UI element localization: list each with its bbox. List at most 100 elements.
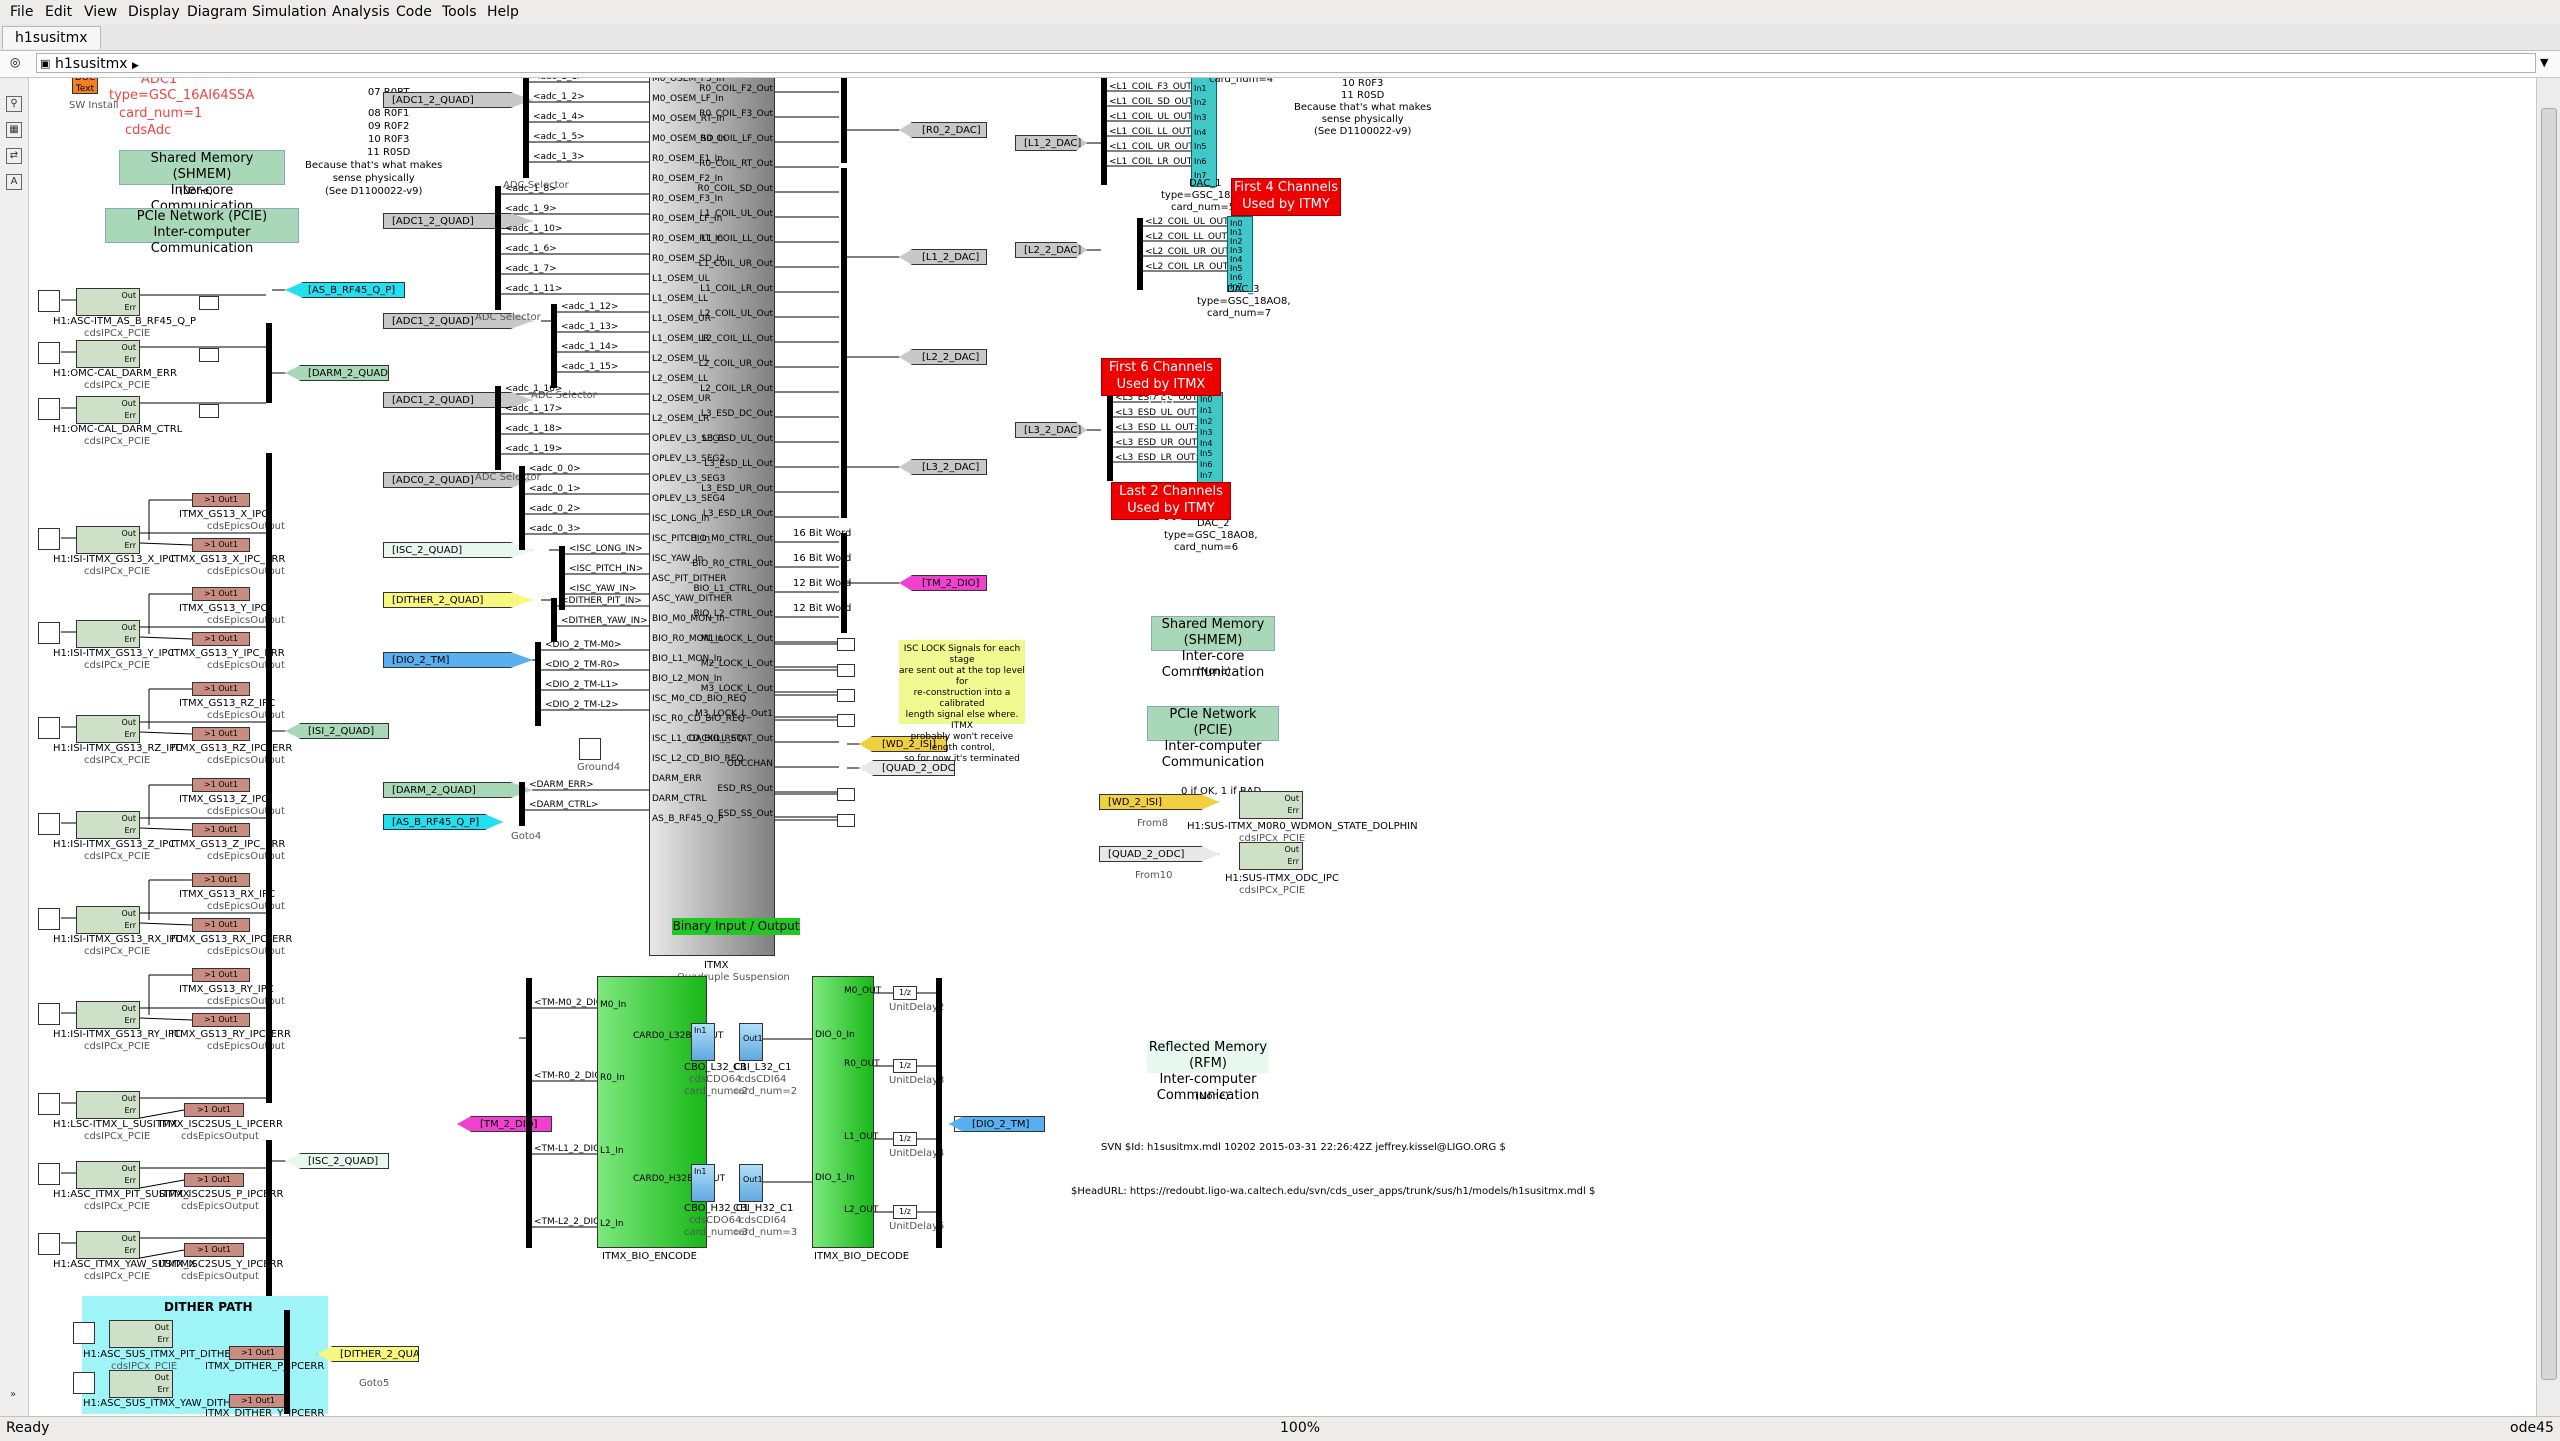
goto-tag[interactable]: [DARM_2_QUAD] xyxy=(285,365,389,381)
from-tag[interactable]: [ADC1_2_QUAD] xyxy=(383,92,533,108)
output-bus[interactable] xyxy=(841,168,847,298)
epics-output[interactable]: >1 Out1 xyxy=(192,682,250,696)
output-bus[interactable] xyxy=(841,388,847,518)
hide-explorer-icon[interactable]: ◎ xyxy=(10,55,21,69)
ground-block[interactable] xyxy=(38,813,60,835)
tm2dio-from[interactable]: [TM_2_DIO] xyxy=(457,1116,552,1132)
expand-icon[interactable]: » xyxy=(9,1389,17,1400)
epics-output-err[interactable]: >1 Out1 xyxy=(192,632,250,646)
scrollbar-thumb[interactable] xyxy=(2541,108,2557,1380)
output-bus[interactable] xyxy=(841,78,847,163)
goto-tag[interactable]: [L1_2_DAC] xyxy=(899,249,987,265)
from-tag[interactable]: [ADC1_2_QUAD] xyxy=(383,313,533,329)
goto-tag[interactable]: [L3_2_DAC] xyxy=(899,459,987,475)
selector-bus[interactable] xyxy=(559,546,565,610)
epics-output-err[interactable]: >1 Out1 xyxy=(192,918,250,932)
breadcrumb-dropdown-icon[interactable]: ▼ xyxy=(2540,56,2549,69)
ground-block[interactable] xyxy=(38,1093,60,1115)
wd-from[interactable]: [WD_2_ISI] xyxy=(1099,794,1219,810)
goto-tag[interactable]: [R0_2_DAC] xyxy=(899,122,987,138)
dither-epics-yaw[interactable]: >1 Out1 xyxy=(229,1394,287,1408)
output-bus[interactable] xyxy=(841,533,847,633)
ground-block[interactable] xyxy=(38,290,60,312)
selector-bus[interactable] xyxy=(519,782,525,826)
breadcrumb[interactable]: ▣ h1susitmx ▶ xyxy=(36,53,2536,73)
epics-output[interactable]: >1 Out1 xyxy=(192,778,250,792)
ground-block[interactable] xyxy=(38,1003,60,1025)
from-tag[interactable]: [ISC_2_QUAD] xyxy=(383,542,533,558)
vertical-scrollbar[interactable] xyxy=(2536,78,2560,1416)
epics-output-err[interactable]: >1 Out1 xyxy=(192,1013,250,1027)
selector-bus[interactable] xyxy=(551,598,557,642)
selector-bus[interactable] xyxy=(519,466,525,550)
selector-bus[interactable] xyxy=(495,386,501,470)
from-tag[interactable]: [DITHER_2_QUAD] xyxy=(383,592,533,608)
cdo2-block[interactable]: In1 xyxy=(691,1164,715,1202)
dac-bus[interactable] xyxy=(1137,218,1143,290)
epics-output-err[interactable]: >1 Out1 xyxy=(192,727,250,741)
cdo1-block[interactable]: In1 xyxy=(691,1023,715,1061)
dither-ground-2[interactable] xyxy=(73,1372,95,1394)
from-tag[interactable]: [DARM_2_QUAD] xyxy=(383,782,533,798)
menu-help[interactable]: Help xyxy=(487,4,519,20)
menu-view[interactable]: View xyxy=(84,4,118,20)
cdi1-block[interactable]: Out1 xyxy=(739,1023,763,1061)
selector-bus[interactable] xyxy=(535,642,541,726)
epics-output-err[interactable]: >1 Out1 xyxy=(192,538,250,552)
dither-epics-pit[interactable]: >1 Out1 xyxy=(229,1346,287,1360)
bio-encode-block[interactable] xyxy=(597,976,707,1248)
ground-block[interactable] xyxy=(38,528,60,550)
menu-edit[interactable]: Edit xyxy=(45,4,73,20)
terminator-icon[interactable] xyxy=(199,296,219,310)
unit-delay-block[interactable]: 1/z xyxy=(893,1205,917,1219)
ground-block[interactable] xyxy=(38,717,60,739)
epics-output[interactable]: >1 Out1 xyxy=(192,968,250,982)
menu-analysis[interactable]: Analysis xyxy=(332,4,390,20)
from-tag[interactable]: [ADC0_2_QUAD] xyxy=(383,472,533,488)
goto-tag[interactable]: [TM_2_DIO] xyxy=(899,575,987,591)
epics-output-err[interactable]: >1 Out1 xyxy=(192,823,250,837)
terminator-icon[interactable] xyxy=(837,714,855,727)
goto-tag[interactable]: [ISI_2_QUAD] xyxy=(285,723,389,739)
output-bus[interactable] xyxy=(841,268,847,398)
epics-output[interactable]: >1 Out1 xyxy=(184,1173,244,1187)
cdi2-block[interactable]: Out1 xyxy=(739,1164,763,1202)
ground-block[interactable] xyxy=(38,622,60,644)
menu-display[interactable]: Display xyxy=(128,4,180,20)
ground-block[interactable] xyxy=(38,908,60,930)
ground-block[interactable] xyxy=(38,342,60,364)
odc-from[interactable]: [QUAD_2_ODC] xyxy=(1099,846,1219,862)
terminator-icon[interactable] xyxy=(837,664,855,677)
dither-goto[interactable]: [DITHER_2_QUAD] xyxy=(317,1346,419,1362)
menu-tools[interactable]: Tools xyxy=(442,4,477,20)
unit-delay-block[interactable]: 1/z xyxy=(893,986,917,1000)
goto-tag[interactable]: [QUAD_2_ODC] xyxy=(859,760,955,776)
unit-delay-block[interactable]: 1/z xyxy=(893,1059,917,1073)
dac-bus[interactable] xyxy=(1107,394,1113,481)
dac-from-tag[interactable]: [L3_2_DAC] xyxy=(1015,422,1087,438)
selector-bus[interactable] xyxy=(495,186,501,310)
dither-ground-1[interactable] xyxy=(73,1322,95,1344)
epics-output[interactable]: >1 Out1 xyxy=(192,493,250,507)
terminator-icon[interactable] xyxy=(837,638,855,651)
dac-from-tag[interactable]: [L2_2_DAC] xyxy=(1015,242,1087,258)
menu-simulation[interactable]: Simulation xyxy=(252,4,327,20)
terminator-icon[interactable] xyxy=(837,788,855,801)
dac-from-tag[interactable]: [L1_2_DAC] xyxy=(1015,135,1087,151)
